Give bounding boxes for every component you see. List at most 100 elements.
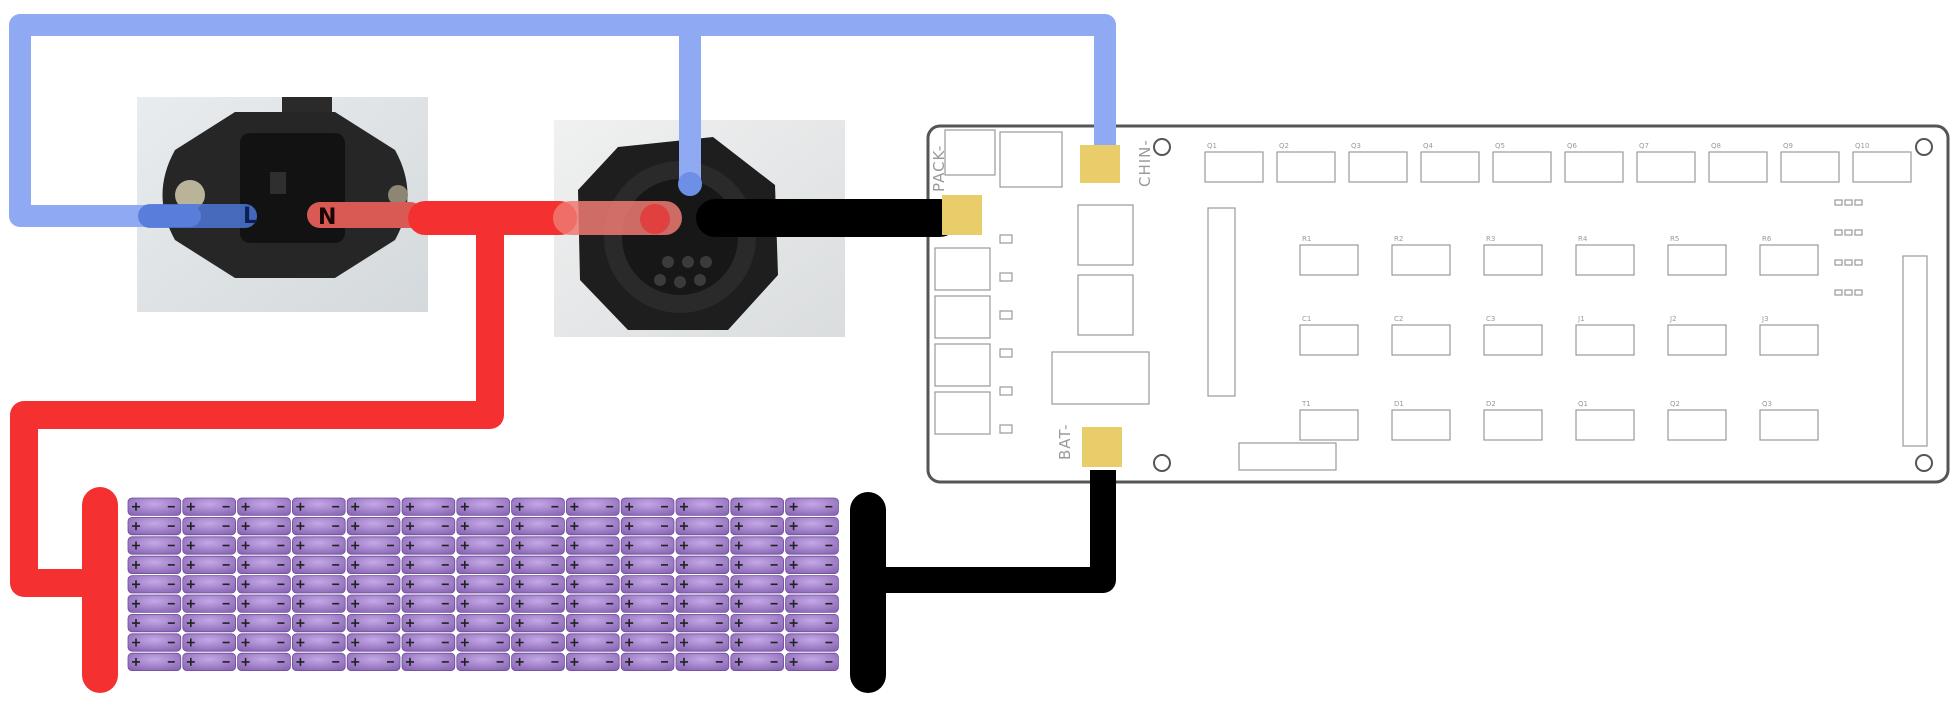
pcb-passive [1854,199,1863,206]
pcb-mosfet-footprint [1636,151,1696,183]
battery-cell [730,497,784,516]
pcb-ic-mid [1077,204,1134,266]
battery-cell [730,614,784,633]
pcb-passive [1854,289,1863,296]
battery-cell [785,652,839,672]
pcb-component-id: R4 [1578,235,1588,243]
battery-cell [182,517,237,536]
battery-cell [566,575,620,594]
battery-cell [346,633,401,652]
battery-cell [401,614,456,633]
pcb-component-id: Q5 [1495,142,1505,150]
battery-cell [675,633,730,652]
battery-cell [456,594,510,613]
battery-cell [730,594,784,613]
positive-wire-socket-pin [640,204,670,234]
pcb-mosfet-footprint [1420,151,1480,183]
battery-cell [785,536,839,555]
pcb-component-id: Q1 [1578,400,1588,408]
battery-cell [291,614,346,633]
battery-cell [785,594,839,613]
battery-cell [620,517,675,536]
pcb-mosfet-footprint [1575,244,1635,276]
pcb-mosfet-footprint [1759,324,1819,356]
pcb-mosfet-footprint [1759,244,1819,276]
pcb-component-id: R1 [1302,235,1311,243]
battery-cell [566,594,620,613]
pcb-mosfet-footprint [1575,409,1635,441]
battery-cell [182,652,237,672]
pcb-mount-hole-br [1915,454,1933,472]
pcb-mosfet-footprint [1575,324,1635,356]
battery-pack [127,497,839,672]
pcb-connector-bottom [1238,442,1337,471]
battery-cell [511,497,565,516]
battery-cell [346,614,401,633]
battery-cell [566,555,620,575]
battery-cell [237,517,291,536]
battery-cell [566,633,620,652]
battery-cell [785,497,839,516]
pcb-connector-block [934,391,991,435]
pcb-component-id: Q9 [1783,142,1793,150]
battery-cell [127,517,182,536]
battery-cell [675,614,730,633]
battery-cell [675,536,730,555]
pcb-mosfet-footprint [1391,324,1451,356]
pcb-pad-chin [1080,145,1120,183]
pcb-component-id: D1 [1394,400,1404,408]
pcb-connector-block [934,247,991,291]
inlet-pin-earth [270,172,286,194]
battery-cell [620,536,675,555]
battery-cell [237,536,291,555]
battery-cell [566,614,620,633]
battery-cell [237,633,291,652]
pcb-label-pack: PACK- [930,145,948,192]
pcb-component-id: R3 [1486,235,1495,243]
pcb-mosfet-footprint [1299,409,1359,441]
pcb-mount-hole-bl [1153,454,1171,472]
battery-cell [566,517,620,536]
pcb-component-id: D2 [1486,400,1496,408]
pcb-passive [1834,199,1843,206]
pcb-mosfet-footprint [1759,409,1819,441]
battery-cell [675,517,730,536]
battery-cell [620,594,675,613]
battery-cell [346,555,401,575]
battery-cell [401,633,456,652]
battery-cell [566,652,620,672]
pcb-passive [999,348,1013,358]
socket-small-pins [654,256,712,288]
battery-cell [182,536,237,555]
battery-cell [291,633,346,652]
pcb-mosfet-footprint [1667,244,1727,276]
battery-cell [401,575,456,594]
battery-cell [785,575,839,594]
pcb-mosfet-footprint [1204,151,1264,183]
battery-cell [785,555,839,575]
pcb-component-id: C1 [1302,315,1311,323]
pcb-passive [1854,229,1863,236]
battery-cell [237,555,291,575]
pcb-passive [1834,229,1843,236]
pcb-component-id: R5 [1670,235,1679,243]
battery-cell [675,497,730,516]
battery-cell [456,652,510,672]
battery-cell [237,614,291,633]
battery-cell [675,575,730,594]
pcb-label-chin: CHIN- [1136,139,1154,187]
inlet-screw-left [175,180,205,210]
pcb-passive [1854,259,1863,266]
battery-cell [456,555,510,575]
pcb-component-id: Q3 [1762,400,1772,408]
pcb-component-id: T1 [1301,400,1311,408]
pcb-transformer [944,129,996,176]
battery-cell [291,497,346,516]
pcb-mosfet-footprint [1708,151,1768,183]
battery-cell [730,575,784,594]
pcb-mosfet-footprint [1299,324,1359,356]
pcb-component-id: Q4 [1423,142,1434,150]
battery-cell [620,633,675,652]
pcb-connector-block [934,295,991,339]
battery-cell [511,517,565,536]
